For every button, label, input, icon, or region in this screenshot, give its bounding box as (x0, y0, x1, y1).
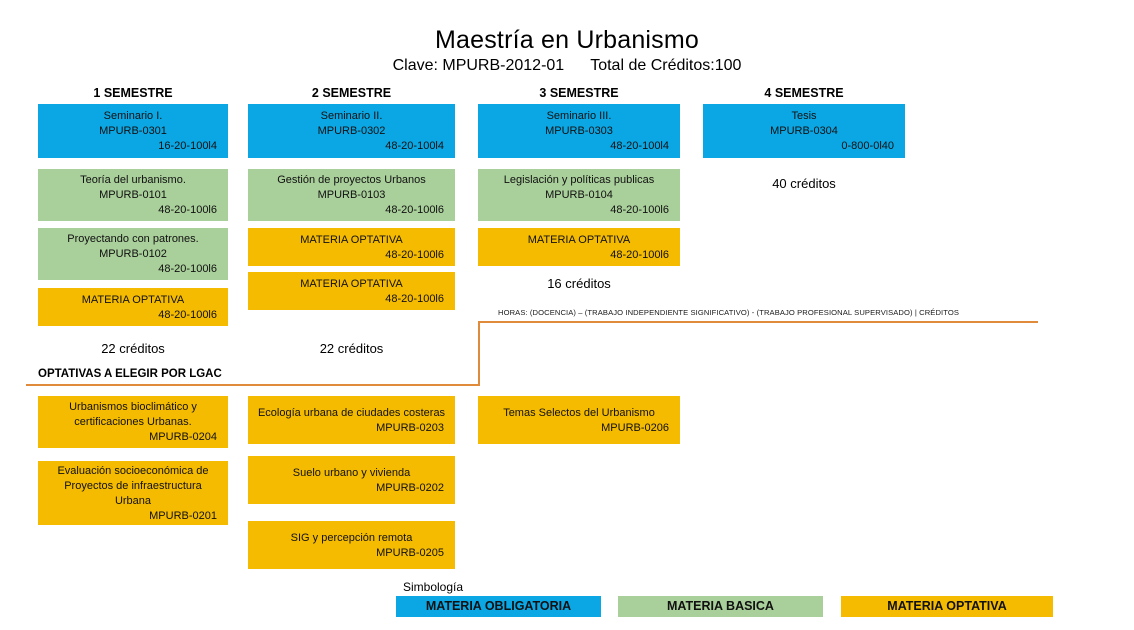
elective-box[interactable]: Urbanismos bioclimático y certificacione… (38, 396, 228, 448)
elective-code: MPURB-0201 (149, 509, 217, 522)
course-hours: 48-20-100l6 (158, 263, 217, 275)
course-code: MPURB-0104 (545, 189, 613, 201)
course-hours: 48-20-100l6 (158, 204, 217, 216)
course-hours: 48-20-100l6 (385, 204, 444, 216)
course-hours: 48-20-100l6 (385, 292, 444, 305)
elective-name: Urbanismos bioclimático y certificacione… (69, 401, 197, 428)
course-box[interactable]: Gestión de proyectos Urbanos MPURB-0103 … (248, 169, 455, 221)
course-box[interactable]: MATERIA OPTATIVA 48-20-100l6 (248, 272, 455, 310)
hours-note: HORAS: (DOCENCIA) – (TRABAJO INDEPENDIEN… (498, 308, 960, 317)
course-name: Legislación y políticas publicas (503, 174, 655, 186)
course-hours: 16-20-100l4 (158, 140, 217, 152)
elective-name: Temas Selectos del Urbanismo (503, 406, 655, 419)
course-box[interactable]: Seminario II. MPURB-0302 48-20-100l4 (248, 104, 455, 158)
elective-name: Evaluación socioeconómica de Proyectos d… (57, 464, 209, 507)
legend-item-basica: MATERIA BASICA (618, 596, 823, 617)
elective-box[interactable]: Evaluación socioeconómica de Proyectos d… (38, 461, 228, 525)
course-name: Seminario III. (546, 110, 612, 122)
elective-box[interactable]: Ecología urbana de ciudades costeras MPU… (248, 396, 455, 444)
course-hours: 0-800-0l40 (841, 140, 894, 152)
elective-box[interactable]: Temas Selectos del Urbanismo MPURB-0206 (478, 396, 680, 444)
course-box[interactable]: Seminario III. MPURB-0303 48-20-100l4 (478, 104, 680, 158)
elective-code: MPURB-0203 (376, 421, 444, 434)
course-hours: 48-20-100l6 (158, 308, 217, 321)
course-name: Gestión de proyectos Urbanos (277, 174, 426, 186)
course-code: MPURB-0102 (99, 248, 167, 260)
course-code: MPURB-0301 (99, 125, 167, 137)
course-hours: 48-20-100l4 (610, 140, 669, 152)
elective-name: Ecología urbana de ciudades costeras (257, 406, 446, 419)
course-code: MPURB-0101 (99, 189, 167, 201)
elective-box[interactable]: Suelo urbano y vivienda MPURB-0202 (248, 456, 455, 504)
elective-name: SIG y percepción remota (290, 531, 413, 544)
semester-credits-2: 22 créditos (319, 341, 384, 356)
elective-box[interactable]: SIG y percepción remota MPURB-0205 (248, 521, 455, 569)
course-hours: 48-20-100l6 (610, 204, 669, 216)
connector-line-top (478, 321, 1038, 323)
course-name: Proyectando con patrones. (67, 233, 199, 245)
elective-name: Suelo urbano y vivienda (292, 466, 411, 479)
semester-heading-2: 2 SEMESTRE (311, 86, 392, 100)
elective-code: MPURB-0204 (149, 431, 217, 443)
total-creditos-label: Total de Créditos:100 (590, 57, 742, 74)
legend-item-obligatoria: MATERIA OBLIGATORIA (396, 596, 601, 617)
semester-heading-1: 1 SEMESTRE (93, 86, 173, 100)
page-title: Maestría en Urbanismo (434, 26, 700, 54)
semester-heading-3: 3 SEMESTRE (539, 86, 619, 100)
semester-heading-4: 4 SEMESTRE (764, 86, 844, 100)
elective-code: MPURB-0202 (376, 481, 444, 494)
course-hours: 48-20-100l6 (610, 248, 669, 261)
lgac-label: OPTATIVAS A ELEGIR POR LGAC (38, 368, 222, 380)
elective-code: MPURB-0206 (601, 421, 669, 434)
course-name: Seminario I. (103, 110, 163, 122)
course-name: Seminario II. (320, 110, 383, 122)
semester-credits-4: 40 créditos (772, 176, 836, 191)
course-box[interactable]: Proyectando con patrones. MPURB-0102 48-… (38, 228, 228, 280)
course-name: Tesis (791, 110, 817, 122)
course-hours: 48-20-100l4 (385, 140, 444, 152)
course-name: MATERIA OPTATIVA (300, 277, 403, 290)
course-name: MATERIA OPTATIVA (527, 233, 631, 246)
course-code: MPURB-0304 (770, 125, 838, 137)
clave-label: Clave: MPURB-2012-01 (392, 57, 565, 74)
course-box[interactable]: Seminario I. MPURB-0301 16-20-100l4 (38, 104, 228, 158)
page-subtitle: Clave: MPURB-2012-01 Total de Créditos:10… (0, 57, 1134, 75)
connector-line-vertical (478, 321, 480, 386)
course-name: MATERIA OPTATIVA (300, 233, 403, 246)
course-code: MPURB-0303 (545, 125, 613, 137)
course-box[interactable]: Tesis MPURB-0304 0-800-0l40 (703, 104, 905, 158)
elective-code: MPURB-0205 (376, 546, 444, 559)
semester-credits-1: 22 créditos (101, 341, 165, 356)
legend-title: Simbología (403, 580, 464, 594)
course-name: Teoría del urbanismo. (80, 174, 186, 186)
semester-credits-3: 16 créditos (547, 276, 611, 291)
course-box[interactable]: Teoría del urbanismo. MPURB-0101 48-20-1… (38, 169, 228, 221)
connector-line-bottom (26, 384, 480, 386)
course-name: MATERIA OPTATIVA (81, 293, 185, 306)
course-code: MPURB-0302 (317, 125, 386, 137)
legend-item-optativa: MATERIA OPTATIVA (841, 596, 1053, 617)
course-box[interactable]: Legislación y políticas publicas MPURB-0… (478, 169, 680, 221)
course-box[interactable]: MATERIA OPTATIVA 48-20-100l6 (248, 228, 455, 266)
course-hours: 48-20-100l6 (385, 248, 444, 261)
course-code: MPURB-0103 (317, 189, 386, 201)
course-box[interactable]: MATERIA OPTATIVA 48-20-100l6 (478, 228, 680, 266)
course-box[interactable]: MATERIA OPTATIVA 48-20-100l6 (38, 288, 228, 326)
